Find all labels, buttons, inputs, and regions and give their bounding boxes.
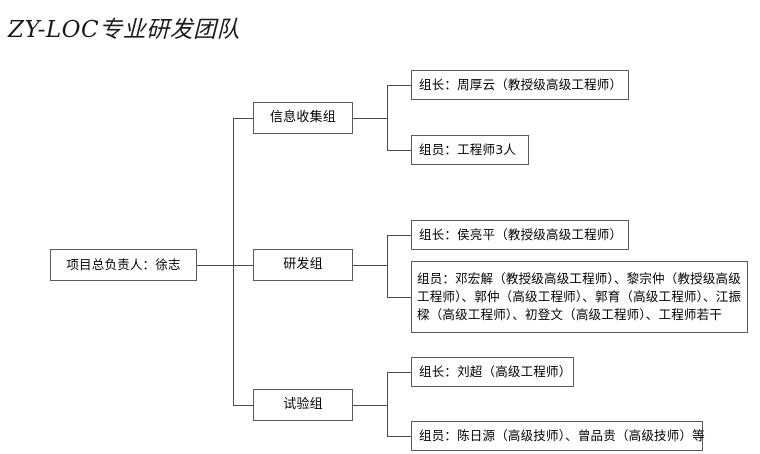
connector-group-info-out [353, 118, 387, 119]
connector-trunk-vertical [233, 118, 234, 406]
connector-group-rd-to-members [387, 297, 411, 298]
node-rd-leader[interactable]: 组长：侯亮平（教授级高级工程师） [411, 220, 629, 250]
connector-group-test-split [387, 372, 388, 436]
node-project-leader-label: 项目总负责人：徐志 [66, 257, 181, 273]
node-test-leader-label: 组长：刘超（高级工程师） [419, 364, 572, 380]
node-info-members[interactable]: 组员：工程师3人 [411, 135, 529, 165]
page-title: ZY-LOC专业研发团队 [8, 17, 241, 43]
connector-trunk-to-group-rd [233, 265, 253, 266]
node-group-rd[interactable]: 研发组 [253, 249, 353, 281]
connector-root-to-trunk [197, 265, 233, 266]
node-group-info-label: 信息收集组 [269, 109, 336, 125]
connector-group-rd-out [353, 265, 387, 266]
node-rd-leader-label: 组长：侯亮平（教授级高级工程师） [419, 227, 623, 243]
node-test-members-label: 组员：陈日源（高级技师）、曾品贵（高级技师）等 [419, 428, 705, 444]
node-project-leader[interactable]: 项目总负责人：徐志 [50, 249, 197, 281]
connector-group-info-to-leader [387, 85, 411, 86]
node-group-rd-label: 研发组 [283, 256, 323, 272]
node-info-members-label: 组员：工程师3人 [419, 142, 517, 158]
connector-group-rd-split [387, 235, 388, 297]
node-group-test[interactable]: 试验组 [253, 389, 353, 421]
connector-group-test-to-leader [387, 372, 411, 373]
connector-group-info-to-members [387, 150, 411, 151]
node-rd-members-label: 组员：邓宏解（教授级高级工程师）、黎宗仲（教授级高级工程师）、郭仲（高级工程师）… [417, 271, 742, 322]
connector-group-info-split [387, 85, 388, 151]
connector-group-rd-to-leader [387, 235, 411, 236]
connector-trunk-to-group-info [233, 118, 253, 119]
node-group-test-label: 试验组 [283, 396, 323, 412]
connector-group-test-out [353, 405, 387, 406]
connector-trunk-to-group-test [233, 405, 253, 406]
node-test-members[interactable]: 组员：陈日源（高级技师）、曾品贵（高级技师）等 [411, 421, 705, 451]
node-rd-members[interactable]: 组员：邓宏解（教授级高级工程师）、黎宗仲（教授级高级工程师）、郭仲（高级工程师）… [411, 261, 748, 333]
node-info-leader[interactable]: 组长：周厚云（教授级高级工程师） [411, 70, 629, 100]
node-group-info[interactable]: 信息收集组 [253, 102, 353, 134]
node-info-leader-label: 组长：周厚云（教授级高级工程师） [419, 77, 623, 93]
connector-group-test-to-members [387, 436, 411, 437]
node-test-leader[interactable]: 组长：刘超（高级工程师） [411, 357, 574, 387]
